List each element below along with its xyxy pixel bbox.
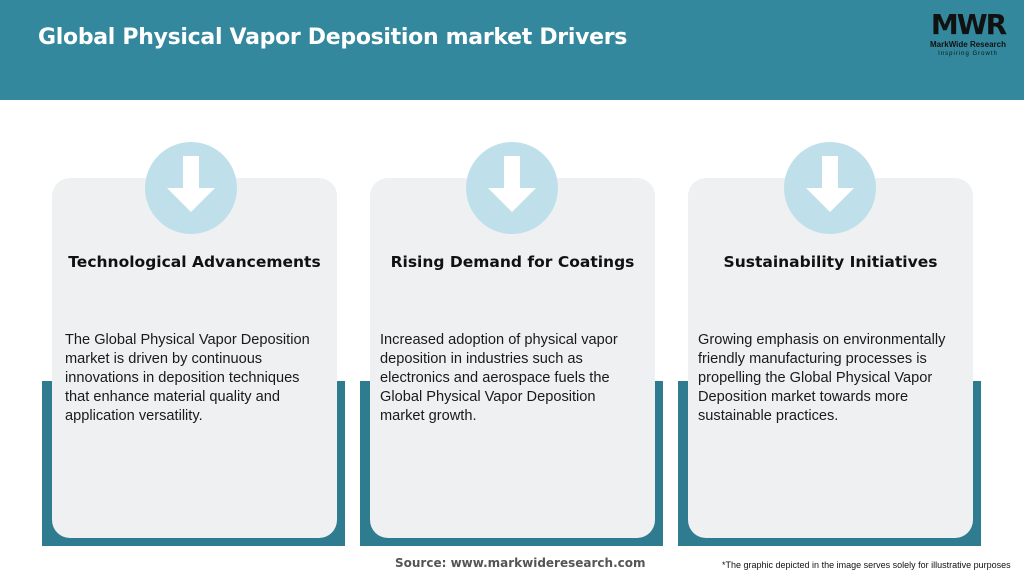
card-description: Growing emphasis on environmentally frie…: [698, 332, 946, 424]
driver-card: [52, 178, 337, 538]
header-banner: Global Physical Vapor Deposition market …: [0, 0, 1024, 100]
logo-tagline: Inspiring Growth: [938, 51, 998, 57]
page-title: Global Physical Vapor Deposition market …: [38, 25, 628, 50]
disclaimer-note: *The graphic depicted in the image serve…: [722, 560, 1011, 570]
card-description: The Global Physical Vapor Deposition mar…: [65, 332, 310, 424]
card-title: Sustainability Initiatives: [723, 253, 938, 271]
logo-mark: MWR: [930, 8, 1007, 41]
card-title: Rising Demand for Coatings: [390, 253, 635, 271]
driver-card: [370, 178, 655, 538]
card-description: Increased adoption of physical vapor dep…: [380, 332, 618, 424]
arrow-down-icon: [466, 142, 558, 234]
arrow-down-icon: [784, 142, 876, 234]
card-title: Technological Advancements: [68, 253, 321, 271]
brand-logo: MWR MarkWide Research Inspiring Growth: [920, 10, 1016, 60]
source-credit: Source: www.markwideresearch.com: [395, 556, 646, 570]
driver-card: [688, 178, 973, 538]
logo-name: MarkWide Research: [930, 40, 1006, 49]
arrow-down-icon: [145, 142, 237, 234]
